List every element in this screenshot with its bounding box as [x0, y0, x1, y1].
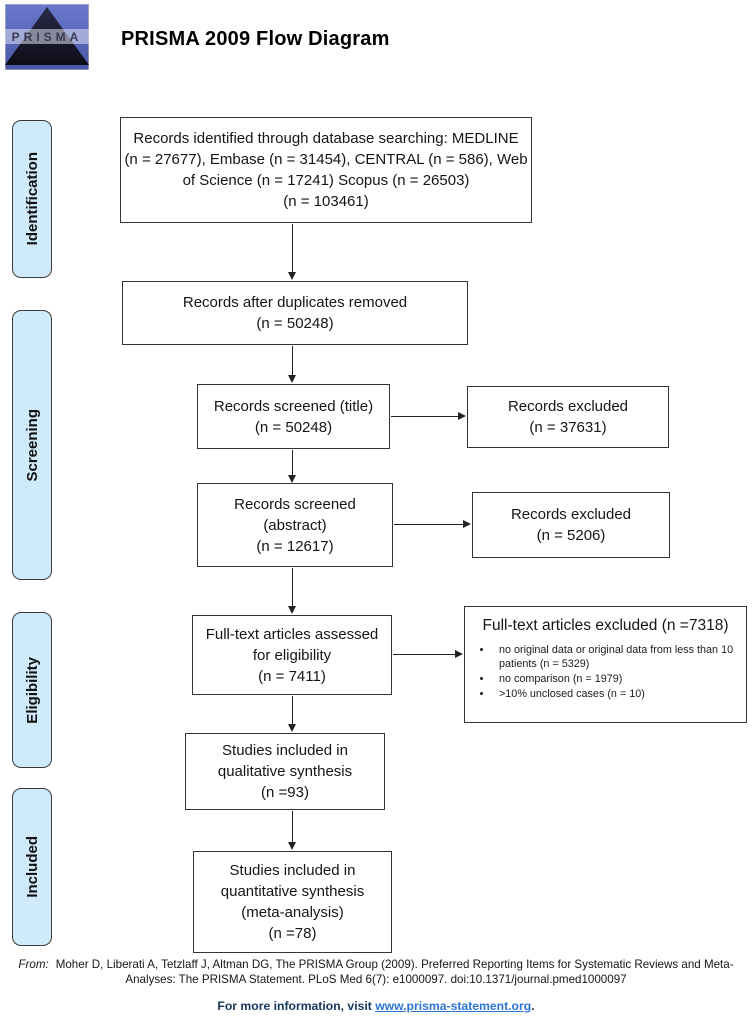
arrow-screened-title-to-abstract [288, 450, 297, 483]
stage-eligibility-label: Eligibility [23, 656, 41, 724]
box-line: Full-text articles assessed [205, 625, 379, 643]
box-records-screened-abstract: Records screened (abstract) (n = 12617) [197, 483, 393, 567]
box-line: Records screened [234, 495, 356, 513]
prisma-statement-link[interactable]: www.prisma-statement.org [375, 999, 532, 1013]
stage-identification: Identification [12, 120, 52, 278]
footer-period: . [531, 999, 535, 1013]
box-line: Records identified through database sear… [133, 130, 519, 147]
stage-screening: Screening [12, 310, 52, 580]
arrow-abstract-to-fulltext [288, 568, 297, 614]
arrow-qualitative-to-quantitative [288, 811, 297, 850]
arrow-title-excluded [391, 412, 466, 421]
box-records-after-duplicates: Records after duplicates removed (n = 50… [122, 281, 468, 345]
arrow-fulltext-excluded [393, 650, 463, 659]
box-line: (n = 7411) [258, 667, 326, 685]
footer: For more information, visit www.prisma-s… [0, 999, 752, 1013]
arrow-identified-to-duplicates [288, 224, 297, 280]
box-line: (n = 12617) [256, 537, 334, 555]
box-line: (n =78) [268, 925, 317, 942]
box-line: Records excluded [510, 506, 632, 523]
box-line: (n =93) [261, 784, 309, 801]
box-line: Records after duplicates removed [182, 294, 408, 311]
box-records-screened-title: Records screened (title) (n = 50248) [197, 384, 390, 449]
box-fulltext-excluded: Full-text articles excluded (n =7318) no… [464, 606, 747, 723]
svg-text:PRISMA: PRISMA [12, 30, 83, 44]
box-line: (meta-analysis) [241, 904, 344, 921]
exclusion-reason: no comparison (n = 1979) [493, 672, 740, 686]
box-line: qualitative synthesis [217, 763, 353, 780]
box-line: (n = 50248) [254, 418, 333, 436]
stage-included: Included [12, 788, 52, 946]
arrow-abstract-excluded [394, 520, 471, 529]
box-line: quantitative synthesis [220, 883, 365, 900]
arrow-fulltext-to-qualitative [288, 696, 297, 732]
stage-included-label: Included [23, 836, 41, 898]
citation-from-label: From: [18, 958, 49, 971]
box-records-identified: Records identified through database sear… [120, 117, 532, 223]
box-line: Records screened (title) [213, 397, 374, 415]
footer-text: For more information, visit [217, 999, 376, 1013]
box-line: (n = 27677), Embase (n = 31454), CENTRAL… [124, 151, 528, 168]
arrow-duplicates-to-screened-title [288, 346, 297, 383]
page-title: PRISMA 2009 Flow Diagram [121, 28, 390, 50]
box-records-excluded-abstract: Records excluded (n = 5206) [472, 492, 670, 558]
box-records-excluded-title: Records excluded (n = 37631) [467, 386, 669, 448]
fulltext-excluded-reasons: no original data or original data from l… [479, 643, 740, 701]
box-line: of Science (n = 17241) Scopus (n = 26503… [182, 172, 470, 189]
stage-eligibility: Eligibility [12, 612, 52, 768]
stage-screening-label: Screening [23, 408, 41, 482]
box-fulltext-assessed: Full-text articles assessed for eligibil… [192, 615, 392, 695]
box-quantitative-synthesis: Studies included in quantitative synthes… [193, 851, 392, 953]
citation-line1: Moher D, Liberati A, Tetzlaff J, Altman … [55, 958, 734, 971]
box-qualitative-synthesis: Studies included in qualitative synthesi… [185, 733, 385, 810]
box-line: Records excluded [507, 398, 629, 415]
fulltext-excluded-title: Full-text articles excluded (n =7318) [482, 617, 729, 634]
exclusion-reason: >10% unclosed cases (n = 10) [493, 687, 740, 701]
citation-line2: Analyses: The PRISMA Statement. PLoS Med… [125, 973, 627, 986]
exclusion-reason: no original data or original data from l… [493, 643, 740, 671]
box-line: Studies included in [222, 742, 348, 759]
stage-identification-label: Identification [23, 152, 41, 246]
box-line: Studies included in [229, 862, 356, 879]
box-line: (n = 5206) [536, 527, 606, 544]
box-line: for eligibility [252, 646, 332, 664]
citation: From: Moher D, Liberati A, Tetzlaff J, Al… [0, 957, 752, 987]
prisma-logo-icon: PRISMA [5, 4, 89, 70]
box-line: (abstract) [263, 516, 327, 534]
box-line: (n = 50248) [256, 315, 334, 332]
box-line: (n = 103461) [283, 193, 369, 210]
box-line: (n = 37631) [529, 419, 607, 436]
